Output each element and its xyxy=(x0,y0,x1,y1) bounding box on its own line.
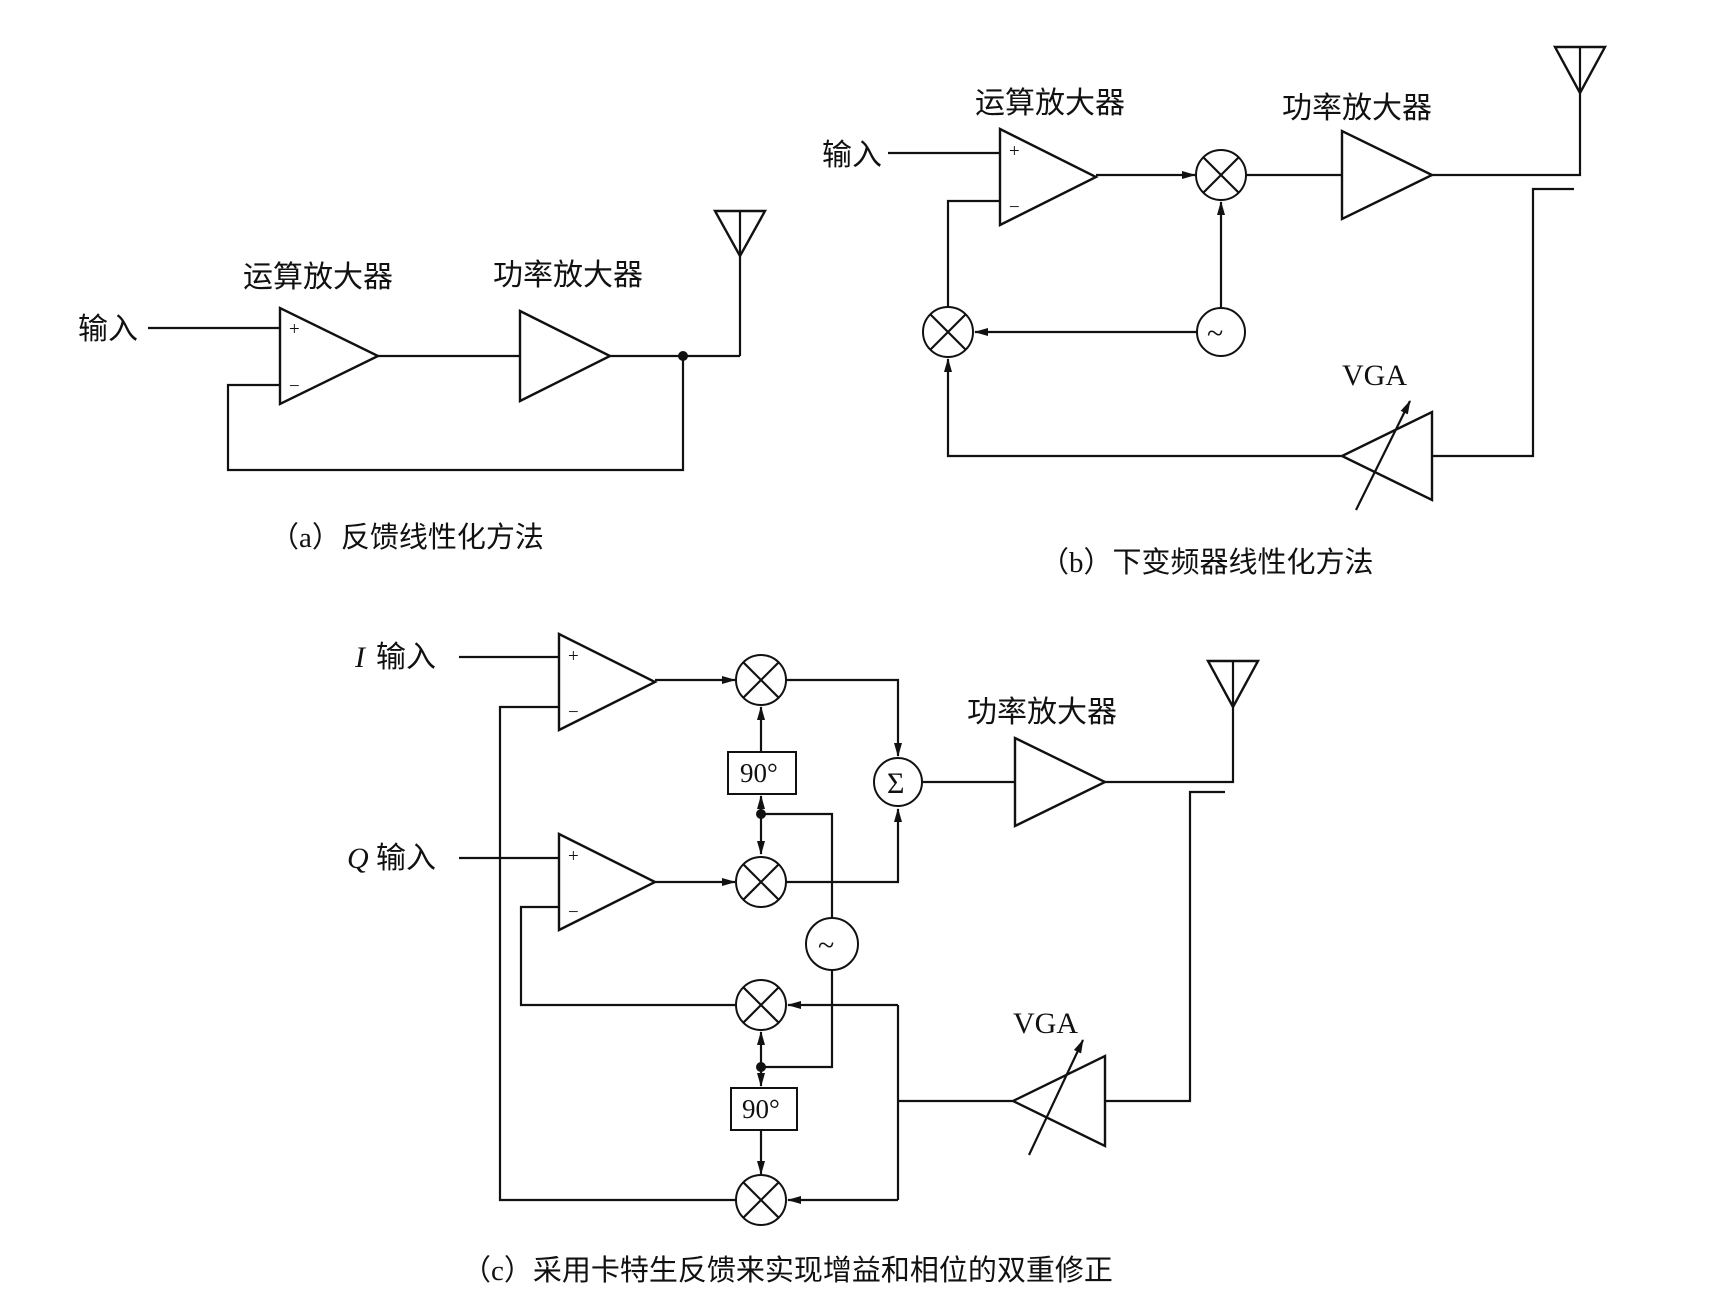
c-lo-top-wire xyxy=(761,812,834,918)
c-vga-adjust-arrow xyxy=(1028,1039,1084,1156)
a-feedback-path xyxy=(226,356,685,472)
c-caption: （c）采用卡特生反馈来实现增益和相位的双重修正 xyxy=(462,1254,1113,1287)
a-pa-label: 功率放大器 xyxy=(493,259,643,292)
c-q-opamp-minus: − xyxy=(568,902,579,923)
b-opamp xyxy=(998,127,1099,227)
a-opamp-plus: + xyxy=(289,319,300,340)
c-coupler-path xyxy=(1105,790,1225,1103)
c-lo-bottom-wire xyxy=(761,970,834,1069)
c-i-mixer-to-sum xyxy=(786,678,902,757)
diagram-c: I 输入 + − 90° Σ 功率放大器 Q 输入 + − xyxy=(347,632,1261,1287)
a-opamp xyxy=(278,306,381,406)
b-pa-label: 功率放大器 xyxy=(1282,92,1432,125)
c-phase-shifter-top xyxy=(727,751,797,795)
a-opamp-label: 运算放大器 xyxy=(243,261,393,294)
diagram-b: 输入 运算放大器 + − 功率放大器 ~ VGA （b）下变频器线性化方法 xyxy=(822,45,1608,579)
b-opamp-minus: − xyxy=(1009,197,1020,218)
c-i-input-italic: I xyxy=(354,641,367,674)
c-oscillator-symbol: ~ xyxy=(818,929,834,962)
a-power-amplifier xyxy=(518,309,613,403)
b-output-wire xyxy=(1432,93,1582,177)
c-phase-shifter-bottom xyxy=(730,1087,798,1131)
c-i-opamp xyxy=(557,632,658,732)
b-opamp-label: 运算放大器 xyxy=(975,87,1125,120)
c-vga-label: VGA xyxy=(1013,1007,1078,1040)
c-sum-symbol: Σ xyxy=(887,767,904,800)
b-downmixer-x2 xyxy=(929,313,967,351)
c-q-opamp-plus: + xyxy=(568,846,579,867)
c-output-wire xyxy=(1105,707,1235,784)
b-vga xyxy=(1339,410,1434,502)
b-vga-to-downmixer xyxy=(944,358,1342,458)
c-i-input-label: 输入 xyxy=(376,641,436,674)
c-i-up-mixer-x2 xyxy=(742,661,780,699)
b-opamp-plus: + xyxy=(1009,141,1020,162)
c-q-opamp xyxy=(557,832,658,932)
c-i-opamp-minus: − xyxy=(568,702,579,723)
diagram-a: 输入 运算放大器 + − 功率放大器 （a）反馈线性化方法 xyxy=(78,209,768,554)
b-coupler-path xyxy=(1432,187,1574,458)
c-q-input-italic: Q xyxy=(347,842,369,875)
c-power-amplifier xyxy=(1013,736,1108,828)
c-phase-top-label: 90° xyxy=(740,758,778,788)
c-q-up-mixer-x2 xyxy=(742,863,780,901)
c-i-opamp-plus: + xyxy=(568,646,579,667)
c-q-feedback-path xyxy=(519,905,736,1007)
c-q-down-mixer-x2 xyxy=(742,1181,780,1219)
b-caption: （b）下变频器线性化方法 xyxy=(1040,546,1374,579)
c-i-down-mixer-x2 xyxy=(742,986,780,1024)
b-vga-label: VGA xyxy=(1342,359,1407,392)
b-upmixer-x2 xyxy=(1202,156,1240,194)
b-vga-adjust-arrow xyxy=(1355,400,1411,511)
b-feedback-to-opamp xyxy=(946,199,1000,307)
b-input-label: 输入 xyxy=(822,139,882,172)
c-phase-bottom-label: 90° xyxy=(742,1094,780,1124)
a-caption: （a）反馈线性化方法 xyxy=(270,521,544,554)
a-opamp-minus: − xyxy=(289,376,300,397)
c-pa-label: 功率放大器 xyxy=(967,696,1117,729)
c-q-input-label: 输入 xyxy=(376,842,436,875)
a-input-label: 输入 xyxy=(78,313,138,346)
b-power-amplifier xyxy=(1340,129,1435,221)
c-i-feedback-path xyxy=(498,705,736,1202)
c-q-mixer-to-sum xyxy=(786,808,902,884)
b-oscillator-symbol: ~ xyxy=(1207,317,1223,350)
c-vga xyxy=(1010,1054,1107,1148)
